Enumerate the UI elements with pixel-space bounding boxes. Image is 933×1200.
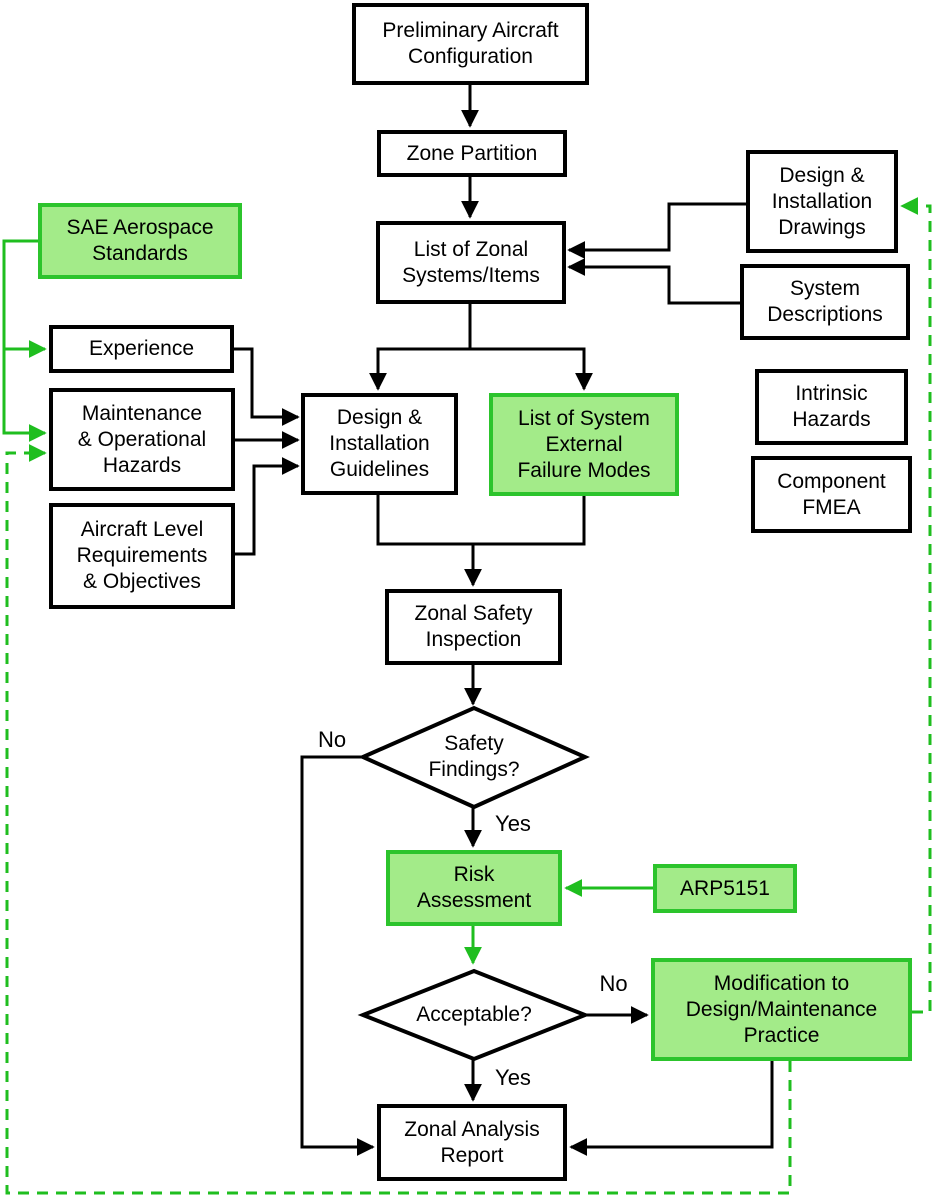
node-intrinsic-hazards: Intrinsic Hazards (755, 369, 908, 445)
edge-sysdesc-to-list (567, 258, 740, 305)
acceptable-no-label: No (599, 971, 628, 996)
edge-sae-to-maintenance (2, 349, 47, 442)
node-component-fmea: Component FMEA (751, 456, 912, 533)
edge-experience-to-guidelines (234, 347, 300, 426)
node-experience: Experience (49, 325, 234, 373)
node-zonal-analysis-report: Zonal Analysis Report (377, 1104, 567, 1181)
node-design-installation-drawings: Design & Installation Drawings (746, 150, 898, 253)
edge-modification-to-report (569, 1061, 774, 1156)
edge-aircraft-to-guidelines (235, 457, 300, 556)
edge-drawings-to-list (567, 202, 746, 259)
node-system-descriptions: System Descriptions (740, 264, 910, 340)
node-modification-design-maintenance: Modification to Design/Maintenance Pract… (651, 958, 912, 1061)
edge-list-to-failure-modes (470, 347, 593, 391)
node-arp5151: ARP5151 (653, 864, 797, 913)
node-list-of-system-external-failure-modes: List of System External Failure Modes (489, 393, 679, 496)
acceptable-yes-label: Yes (495, 1065, 531, 1090)
node-zonal-safety-inspection: Zonal Safety Inspection (385, 589, 562, 665)
node-list-of-zonal-systems: List of Zonal Systems/Items (376, 221, 566, 304)
edge-safety-no-to-report (300, 755, 375, 1156)
node-aircraft-level-requirements: Aircraft Level Requirements & Objectives (49, 503, 235, 609)
node-risk-assessment: Risk Assessment (386, 850, 562, 926)
edge-list-to-guidelines (369, 304, 472, 391)
node-design-installation-guidelines: Design & Installation Guidelines (301, 393, 458, 495)
node-preliminary-aircraft-configuration: Preliminary Aircraft Configuration (352, 3, 589, 85)
safety-findings-decision-label: Safety Findings? (428, 732, 520, 781)
node-zone-partition: Zone Partition (377, 130, 567, 177)
edge-merge-bar (376, 495, 586, 546)
safety-yes-label: Yes (495, 811, 531, 836)
node-sae-aerospace-standards: SAE Aerospace Standards (38, 203, 242, 279)
acceptable-decision-label: Acceptable? (416, 1003, 532, 1026)
node-maintenance-operational-hazards: Maintenance & Operational Hazards (49, 388, 235, 491)
safety-no-label: No (317, 727, 347, 752)
